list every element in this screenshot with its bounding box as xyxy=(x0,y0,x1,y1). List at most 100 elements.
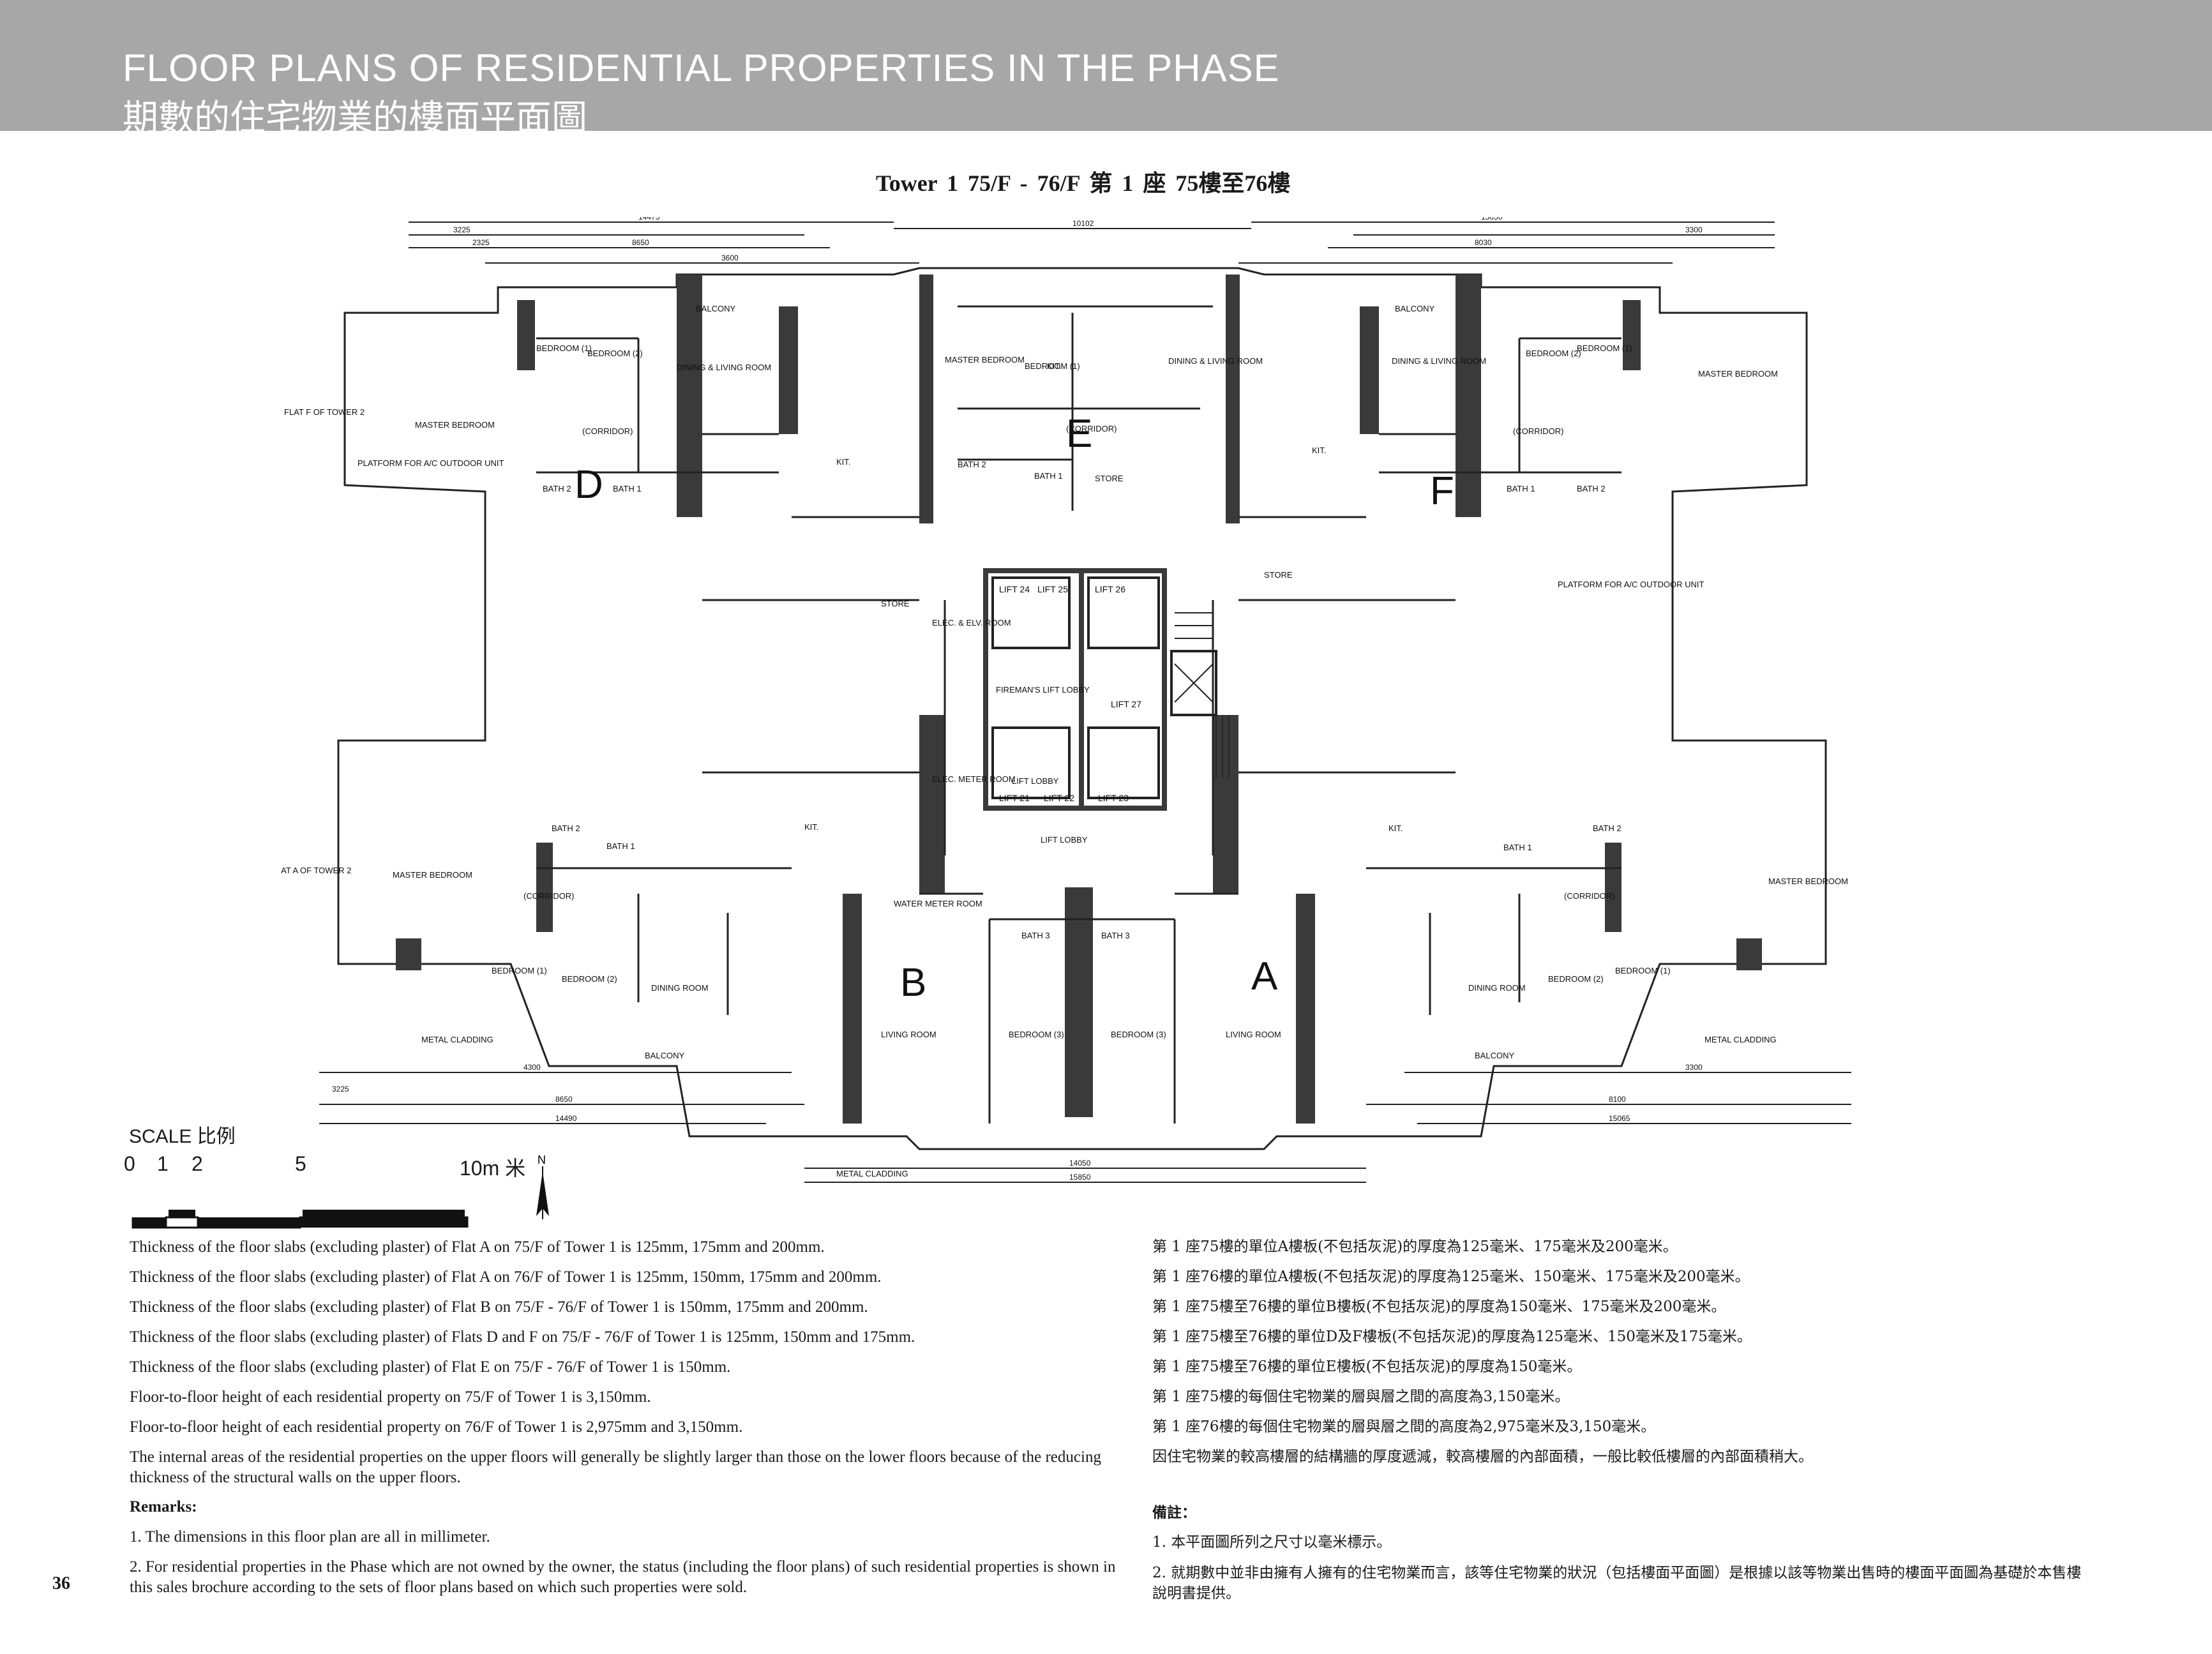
note-en-1: Thickness of the floor slabs (excluding … xyxy=(130,1238,825,1256)
room-bedroom2-d: BEDROOM (2) xyxy=(587,349,643,358)
room-store-d: STORE xyxy=(881,599,910,608)
room-kit-f: KIT. xyxy=(1312,446,1326,455)
label-platform-ac-d: PLATFORM FOR A/C OUTDOOR UNIT xyxy=(357,458,504,468)
note-zh-1: 第 1 座75樓的單位A樓板(不包括灰泥)的厚度為125毫米、175毫米及200… xyxy=(1152,1238,1678,1255)
room-kit-e: KIT. xyxy=(1047,361,1061,371)
dim-bottom-1: 14490 xyxy=(555,1114,577,1123)
room-bath1-e: BATH 1 xyxy=(1034,471,1063,481)
lift-24: LIFT 24 xyxy=(999,584,1030,594)
room-lift-lobby-2: LIFT LOBBY xyxy=(1012,776,1059,786)
room-master-f: MASTER BEDROOM xyxy=(1698,369,1778,379)
notes-chinese: 第 1 座75樓的單位A樓板(不包括灰泥)的厚度為125毫米、175毫米及200… xyxy=(1152,1232,2084,1604)
dim-top-8: 3600 xyxy=(721,253,739,262)
room-living-a: LIVING ROOM xyxy=(1226,1030,1281,1039)
flat-label-d: D xyxy=(575,463,603,507)
room-kit-a: KIT. xyxy=(1388,823,1403,833)
note-en-6: Floor-to-floor height of each residentia… xyxy=(130,1388,651,1406)
room-bath1-f: BATH 1 xyxy=(1507,484,1535,493)
room-kit-b: KIT. xyxy=(804,822,818,832)
lift-23: LIFT 23 xyxy=(1098,793,1129,803)
note-en-2: Thickness of the floor slabs (excluding … xyxy=(130,1268,882,1286)
room-dining-e: DINING & LIVING ROOM xyxy=(1168,356,1263,366)
room-bath2-d: BATH 2 xyxy=(543,484,571,493)
room-bath1-a: BATH 1 xyxy=(1503,843,1532,852)
label-flat-a-tower2: FLAT A OF TOWER 2 xyxy=(281,866,351,875)
room-bedroom1-f: BEDROOM (1) xyxy=(1577,343,1632,353)
note-zh-5: 第 1 座75樓至76樓的單位E樓板(不包括灰泥)的厚度為150毫米。 xyxy=(1152,1358,1582,1375)
scale-bar: SCALE 比例 0 1 2 5 10m 米 N xyxy=(124,1120,613,1235)
scale-tick-2: 2 xyxy=(192,1152,203,1175)
scale-tick-10: 10m 米 xyxy=(460,1157,526,1180)
room-bath2-f: BATH 2 xyxy=(1577,484,1606,493)
page-number: 36 xyxy=(52,1574,70,1593)
room-firemans-lobby: FIREMAN'S LIFT LOBBY xyxy=(996,685,1090,695)
remark-en-2: 2. For residential properties in the Pha… xyxy=(130,1558,1116,1596)
flat-label-b: B xyxy=(900,961,926,1005)
north-arrow-icon: N xyxy=(536,1154,549,1219)
notes-english: Thickness of the floor slabs (excluding … xyxy=(130,1232,1132,1598)
lift-25: LIFT 25 xyxy=(1037,584,1068,594)
note-en-3: Thickness of the floor slabs (excluding … xyxy=(130,1298,868,1316)
room-bath1-d: BATH 1 xyxy=(613,484,642,493)
room-bedroom2-b: BEDROOM (2) xyxy=(562,974,617,984)
room-lift-lobby: LIFT LOBBY xyxy=(1041,835,1088,845)
room-balcony-b: BALCONY xyxy=(645,1051,684,1060)
remarks-heading-zh: 備註： xyxy=(1152,1504,1196,1521)
scale-tick-5: 5 xyxy=(295,1152,306,1175)
dim-top-4: 8650 xyxy=(632,238,649,247)
room-bedroom1-b: BEDROOM (1) xyxy=(492,966,547,975)
room-bedroom1-d: BEDROOM (1) xyxy=(536,343,592,353)
svg-text:N: N xyxy=(538,1154,546,1166)
dim-top-9: 3300 xyxy=(1685,225,1703,234)
dim-bottom-8: 3300 xyxy=(1685,1063,1703,1072)
remark-zh-2: 2. 就期數中並非由擁有人擁有的住宅物業而言，該等住宅物業的狀況（包括樓面平面圖… xyxy=(1152,1565,2082,1602)
note-zh-6: 第 1 座75樓的每個住宅物業的層與層之間的高度為3,150毫米。 xyxy=(1152,1388,1570,1405)
note-zh-8: 因住宅物業的較高樓層的結構牆的厚度遞減，較高樓層的內部面積，一般比較低樓層的內部… xyxy=(1152,1448,1813,1465)
flat-label-a: A xyxy=(1251,954,1278,998)
scale-label: SCALE 比例 xyxy=(129,1126,236,1147)
note-en-4: Thickness of the floor slabs (excluding … xyxy=(130,1328,915,1346)
room-master-b: MASTER BEDROOM xyxy=(393,870,472,880)
room-dining-d: DINING & LIVING ROOM xyxy=(677,363,771,372)
room-bath2-b: BATH 2 xyxy=(552,823,580,833)
note-zh-7: 第 1 座76樓的每個住宅物業的層與層之間的高度為2,975毫米及3,150毫米… xyxy=(1152,1418,1656,1435)
room-bedroom1-a: BEDROOM (1) xyxy=(1615,966,1671,975)
room-bath3-a: BATH 3 xyxy=(1101,931,1130,940)
room-bath2-e: BATH 2 xyxy=(958,460,986,469)
room-store-f: STORE xyxy=(1264,570,1293,580)
lift-26: LIFT 26 xyxy=(1095,584,1125,594)
room-kit-d: KIT. xyxy=(836,457,850,467)
note-zh-3: 第 1 座75樓至76樓的單位B樓板(不包括灰泥)的厚度為150毫米、175毫米… xyxy=(1152,1298,1726,1315)
remark-zh-1: 1. 本平面圖所列之尺寸以毫米標示。 xyxy=(1152,1534,1392,1551)
label-metal-cladding-a: METAL CLADDING xyxy=(1704,1035,1777,1044)
dim-top-7: 2325 xyxy=(472,238,490,247)
page-header: FLOOR PLANS OF RESIDENTIAL PROPERTIES IN… xyxy=(0,0,2212,139)
room-master-a: MASTER BEDROOM xyxy=(1768,876,1848,886)
scale-bar-graphic xyxy=(132,1210,469,1229)
room-master-e: MASTER BEDROOM xyxy=(945,355,1025,365)
dim-bottom-6: 8100 xyxy=(1609,1095,1626,1104)
room-balcony-a: BALCONY xyxy=(1475,1051,1514,1060)
label-flat-f-tower2: FLAT F OF TOWER 2 xyxy=(284,407,365,417)
room-corridor-f: (CORRIDOR) xyxy=(1513,426,1563,436)
room-balcony-d: BALCONY xyxy=(696,304,735,313)
dim-bottom-4: 15850 xyxy=(1069,1173,1091,1182)
room-dining-a: DINING ROOM xyxy=(1468,983,1526,993)
floor-plan-title: Tower 1 75/F - 76/F 第 1 座 75樓至76樓 xyxy=(876,170,1291,196)
note-en-5: Thickness of the floor slabs (excluding … xyxy=(130,1358,731,1376)
dim-bottom-9: 3225 xyxy=(332,1085,349,1094)
room-water-meter: WATER METER ROOM xyxy=(894,899,982,908)
label-metal-cladding-bottom: METAL CLADDING xyxy=(836,1169,908,1178)
remarks-heading-en: Remarks: xyxy=(130,1498,197,1515)
room-balcony-f: BALCONY xyxy=(1395,304,1434,313)
floor-plan-drawing: D E F B A BALCONY BALCONY BEDROOM (1) BE… xyxy=(281,217,1851,1183)
dim-top-1: 14475 xyxy=(638,217,660,222)
room-elec-meter: ELEC. METER ROOM xyxy=(932,774,1016,784)
label-metal-cladding-b: METAL CLADDING xyxy=(421,1035,493,1044)
scale-tick-0: 0 xyxy=(124,1152,135,1175)
dim-bottom-7: 4300 xyxy=(523,1063,541,1072)
lift-21: LIFT 21 xyxy=(999,793,1030,803)
room-bath2-a: BATH 2 xyxy=(1593,823,1621,833)
dim-top-2: 10102 xyxy=(1072,219,1094,228)
dim-top-3: 15050 xyxy=(1481,217,1503,222)
